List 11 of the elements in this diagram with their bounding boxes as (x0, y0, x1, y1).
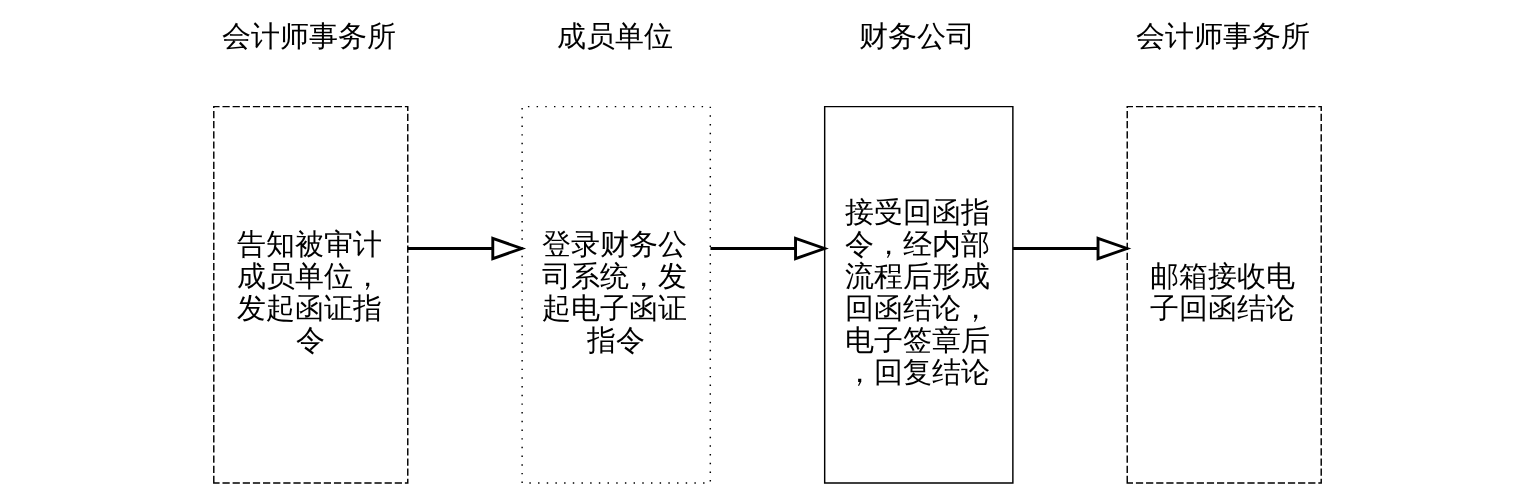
node-box: 告知被审计成员单位，发起函证指令 (212, 105, 408, 484)
arrow (1012, 236, 1131, 261)
arrow (709, 236, 829, 261)
node-label: 成员单位 (556, 18, 673, 53)
node-label: 财务公司 (858, 18, 975, 53)
arrow (407, 236, 526, 261)
node-box: 邮箱接收电子回函结论 (1126, 105, 1322, 484)
node-box: 接受回函指令，经内部流程后形成回函结论，电子签章后，回复结论 (823, 105, 1014, 484)
node-box: 登录财务公司系统，发起电子函证指令 (520, 105, 711, 484)
node-label: 会计师事务所 (221, 18, 396, 53)
node-label: 会计师事务所 (1135, 18, 1310, 53)
